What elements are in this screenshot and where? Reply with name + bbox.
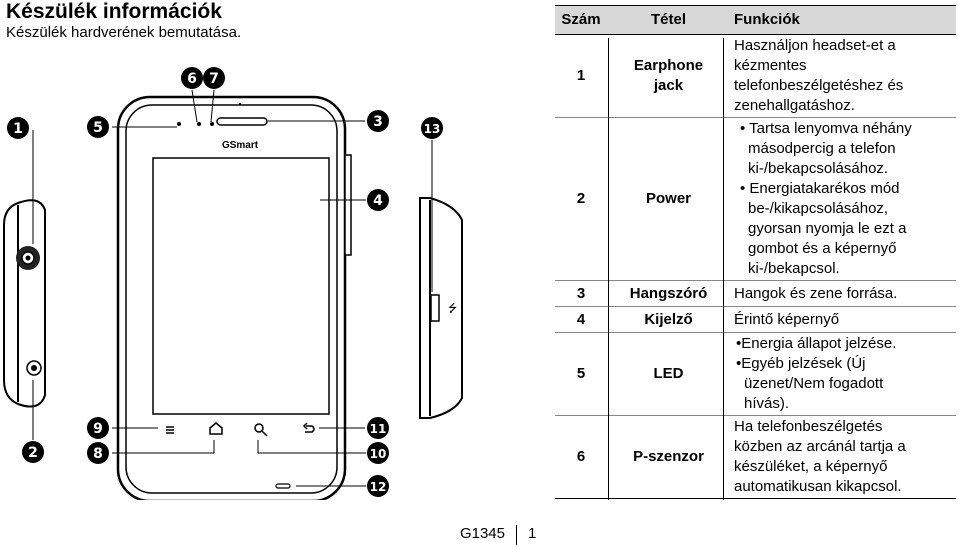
- svg-text:10: 10: [370, 447, 387, 461]
- phone-front: GSmart: [116, 95, 352, 500]
- callout-7: 7: [203, 67, 225, 89]
- callout-12: 12: [367, 475, 389, 497]
- brand-logo: GSmart: [222, 140, 259, 151]
- table-row: 3 Hangszóró Hangok és zene forrása.: [555, 280, 956, 307]
- usb-port: [430, 294, 440, 322]
- page-subtitle: Készülék hardverének bemutatása.: [6, 24, 242, 41]
- table-row: 4 Kijelző Érintő képernyő: [555, 306, 956, 333]
- svg-text:9: 9: [93, 421, 103, 437]
- table-row: 1 Earphone jack Használjon headset-et a …: [555, 34, 956, 118]
- svg-text:6: 6: [187, 71, 197, 87]
- row-item: P-szenzor: [607, 415, 730, 499]
- callout-6: 6: [181, 67, 203, 89]
- side-profile-left: [3, 199, 46, 408]
- phone-diagram: GSmart ⭍: [3, 67, 463, 500]
- row-item: LED: [607, 332, 730, 416]
- table-row: 2 Power • Tartsa lenyomva néhány másodpe…: [555, 117, 956, 281]
- hardware-table: Szám Tétel Funkciók 1 Earphone jack Hasz…: [555, 5, 956, 499]
- search-key-icon: [254, 423, 268, 437]
- row-number: 5: [555, 332, 607, 416]
- row-function: Hangok és zene forrása.: [730, 280, 956, 307]
- table-row: 5 LED •Energia állapot jelzése. •Egyéb j…: [555, 332, 956, 416]
- footer-separator: [516, 525, 517, 545]
- table-col-divider: [608, 38, 609, 500]
- callout-3: 3: [367, 110, 389, 132]
- svg-text:3: 3: [373, 114, 383, 130]
- col-header-item: Tétel: [607, 5, 730, 35]
- row-function: Ha telefonbeszélgetés közben az arcánál …: [730, 415, 956, 499]
- home-key-icon: [209, 422, 223, 435]
- menu-key-icon: [166, 426, 174, 434]
- page-number: 1: [528, 525, 537, 542]
- side-profile-right: [419, 197, 463, 419]
- table-row: 6 P-szenzor Ha telefonbeszélgetés közben…: [555, 415, 956, 499]
- callout-10: 10: [367, 442, 389, 464]
- row-item: Kijelző: [607, 306, 730, 333]
- svg-text:8: 8: [93, 446, 103, 462]
- svg-text:7: 7: [209, 71, 219, 87]
- svg-text:11: 11: [370, 422, 387, 436]
- svg-text:1: 1: [13, 121, 23, 137]
- row-function: Használjon headset-et a kézmentes telefo…: [730, 34, 956, 118]
- row-number: 4: [555, 306, 607, 333]
- svg-text:2: 2: [28, 445, 38, 461]
- svg-text:13: 13: [424, 122, 441, 136]
- row-number: 1: [555, 34, 607, 118]
- row-item: Power: [607, 117, 730, 281]
- col-header-functions: Funkciók: [730, 5, 956, 35]
- callout-1: 1: [7, 117, 29, 139]
- callout-13: 13: [421, 117, 443, 139]
- svg-text:12: 12: [370, 480, 387, 494]
- callout-5: 5: [87, 116, 109, 138]
- earphone-jack-icon: [16, 246, 40, 270]
- row-function: • Tartsa lenyomva néhány másodpercig a t…: [730, 117, 956, 281]
- callout-4: 4: [367, 189, 389, 211]
- usb-icon: ⭍: [448, 302, 457, 315]
- page-title: Készülék információk: [6, 0, 222, 23]
- callout-2: 2: [22, 441, 44, 463]
- callout-9: 9: [87, 417, 109, 439]
- model-code: G1345: [459, 525, 505, 542]
- table-header-row: Szám Tétel Funkciók: [555, 5, 956, 35]
- power-button-icon: [26, 360, 42, 376]
- row-item: Hangszóró: [607, 280, 730, 307]
- svg-text:4: 4: [373, 193, 383, 209]
- table-col-divider: [723, 38, 724, 500]
- svg-text:5: 5: [93, 120, 103, 136]
- row-number: 6: [555, 415, 607, 499]
- row-function: •Energia állapot jelzése. •Egyéb jelzése…: [730, 332, 956, 416]
- row-item: Earphone jack: [607, 34, 730, 118]
- row-number: 2: [555, 117, 607, 281]
- callout-8: 8: [87, 442, 109, 464]
- callout-11: 11: [367, 417, 389, 439]
- back-key-icon: [302, 422, 315, 433]
- row-function: Érintő képernyő: [730, 306, 956, 333]
- row-number: 3: [555, 280, 607, 307]
- col-header-number: Szám: [555, 5, 607, 35]
